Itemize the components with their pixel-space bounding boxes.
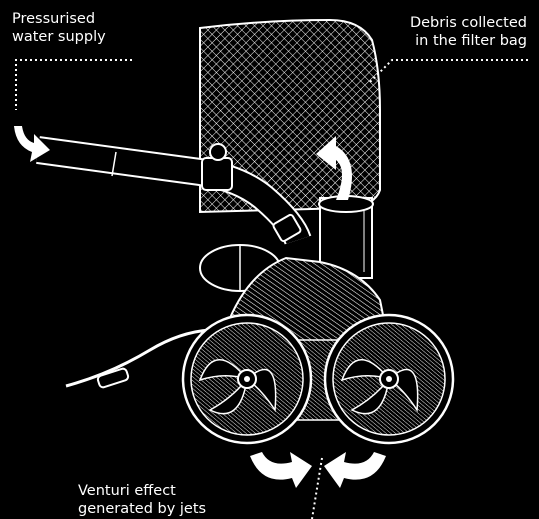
water-supply-line2: water supply xyxy=(12,28,106,46)
venturi-label: Venturi effect generated by jets xyxy=(78,482,206,518)
water-supply-label: Pressurised water supply xyxy=(12,10,106,46)
left-wheel xyxy=(183,315,311,443)
dotted-leader-line xyxy=(312,458,322,519)
water-supply-line1: Pressurised xyxy=(12,10,106,28)
debris-line1: Debris collected xyxy=(410,14,527,32)
debris-label: Debris collected in the filter bag xyxy=(410,14,527,50)
right-wheel xyxy=(325,315,453,443)
curved-arrow-icon xyxy=(324,452,386,488)
venturi-line1: Venturi effect xyxy=(78,482,206,500)
venturi-line2: generated by jets xyxy=(78,500,206,518)
dotted-leader-line xyxy=(368,60,528,84)
dotted-leader-line xyxy=(16,60,132,110)
curved-arrow-icon xyxy=(250,452,312,488)
debris-line2: in the filter bag xyxy=(410,32,527,50)
